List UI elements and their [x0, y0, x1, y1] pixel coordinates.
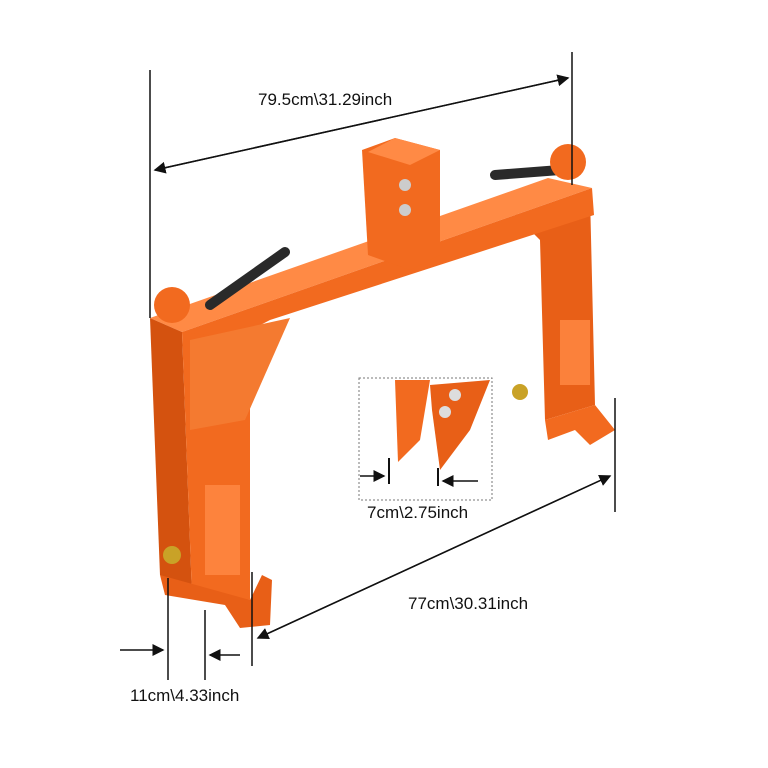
hook-gap-label: 7cm\2.75inch	[367, 503, 469, 522]
post-depth-label: 11cm\4.33inch	[130, 686, 240, 705]
bottom-width-label: 77cm\30.31inch	[408, 594, 529, 613]
top-width-label: 79.5cm\31.29inch	[258, 90, 393, 109]
inset-detail	[358, 377, 493, 501]
dimension-lines	[120, 52, 616, 680]
hitch-frame	[150, 138, 615, 628]
